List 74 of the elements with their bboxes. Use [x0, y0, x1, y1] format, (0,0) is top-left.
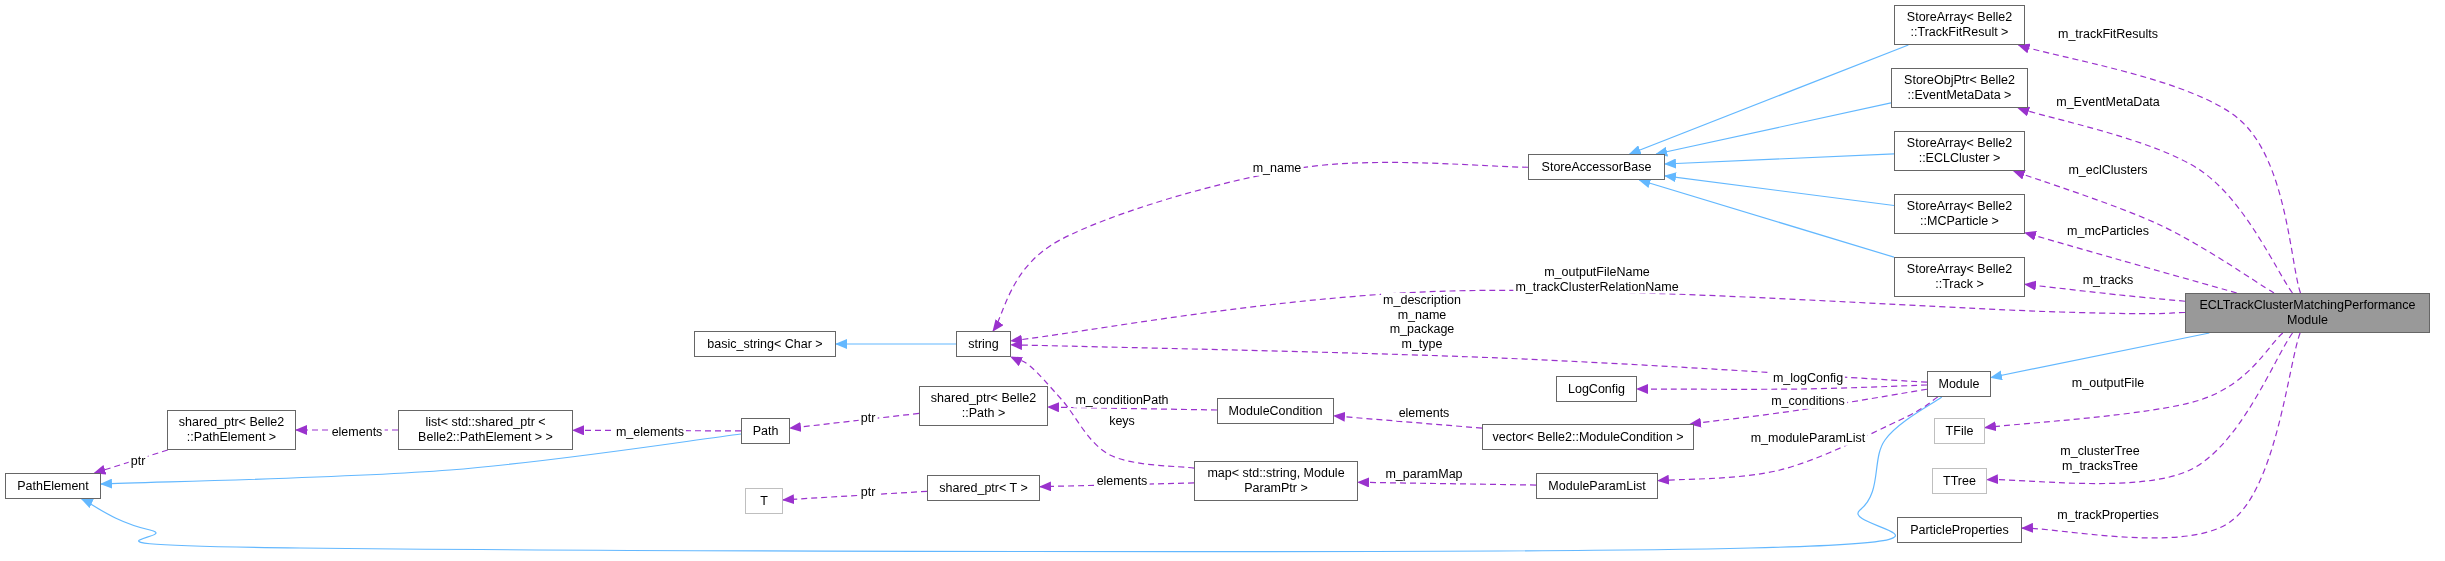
dashed-arrow	[2017, 106, 2294, 294]
class-box: list< std::shared_ptr < Belle2::PathElement > >	[398, 410, 573, 450]
edge-label: m_logConfig	[1770, 370, 1846, 386]
dashed-arrow	[1010, 356, 1195, 469]
edge-label: m_moduleParamList	[1748, 430, 1868, 446]
dashed-arrow	[2021, 332, 2301, 539]
edge-label: m_outputFileName m_trackClusterRelationName	[1513, 264, 1681, 294]
dashed-arrow	[1357, 477, 1537, 488]
class-box: StoreArray< Belle2 ::MCParticle >	[1894, 194, 2025, 234]
dashed-arrow	[992, 161, 1529, 332]
arrow	[1655, 102, 1892, 157]
edge-label: m_clusterTree m_tracksTree	[2058, 443, 2142, 473]
class-box: shared_ptr< Belle2 ::PathElement >	[167, 410, 296, 450]
class-box: vector< Belle2::ModuleCondition >	[1482, 424, 1694, 450]
dashed-arrow	[1636, 384, 1928, 394]
class-box: Module	[1927, 371, 1991, 397]
edge-label: ptr	[128, 453, 148, 469]
class-box: ModuleCondition	[1217, 398, 1334, 424]
class-box: ECLTrackClusterMatchingPerformance Module	[2185, 293, 2430, 333]
arrow	[100, 433, 742, 489]
edge-label: m_conditionPath	[1073, 392, 1171, 408]
class-box: StoreObjPtr< Belle2 ::EventMetaData >	[1891, 68, 2028, 108]
edge-label: ptr	[858, 410, 878, 426]
dashed-arrow	[782, 490, 928, 505]
edge-label: m_paramMap	[1383, 466, 1465, 482]
class-box: shared_ptr< T >	[927, 475, 1040, 501]
class-box: PathElement	[5, 473, 101, 499]
dashed-arrow	[93, 449, 169, 475]
arrow	[835, 339, 957, 349]
class-box: StoreArray< Belle2 ::ECLCluster >	[1894, 131, 2025, 171]
dashed-arrow	[789, 412, 920, 432]
arrow	[80, 396, 1943, 553]
edge-label: m_trackProperties	[2055, 507, 2161, 523]
arrow	[1638, 178, 1895, 258]
class-box: ModuleParamList	[1536, 473, 1658, 499]
class-box: map< std::string, Module ParamPtr >	[1194, 461, 1358, 501]
edge-label: m_EventMetaData	[2054, 94, 2162, 110]
arrow	[1664, 153, 1895, 169]
dashed-arrow	[1986, 332, 2294, 485]
dashed-arrow	[1333, 411, 1483, 429]
dashed-arrow	[1047, 402, 1218, 413]
edge-label: m_trackFitResults	[2056, 26, 2160, 42]
arrow	[1628, 44, 1909, 155]
edge-label: m_eclClusters	[2066, 162, 2150, 178]
class-box: StoreArray< Belle2 ::TrackFitResult >	[1894, 5, 2025, 45]
dashed-arrow	[2024, 280, 2186, 302]
arrow	[1990, 332, 2210, 381]
dashed-arrow	[1657, 396, 1939, 485]
edge-label: m_outputFile	[2069, 375, 2147, 391]
dashed-arrow	[2024, 231, 2238, 294]
edge-label: ptr	[858, 484, 878, 500]
edge-label: m_elements	[613, 424, 687, 440]
class-box: StoreAccessorBase	[1528, 154, 1665, 180]
dashed-arrow	[2012, 170, 2275, 294]
class-box: ParticleProperties	[1897, 517, 2022, 543]
edge-label: m_mcParticles	[2065, 223, 2151, 239]
class-box: StoreArray< Belle2 ::Track >	[1894, 257, 2025, 297]
class-box: string	[956, 331, 1011, 357]
class-box: shared_ptr< Belle2 ::Path >	[919, 386, 1048, 426]
class-box: T	[745, 488, 783, 514]
dashed-arrow	[1010, 340, 1928, 383]
class-box: basic_string< Char >	[694, 331, 836, 357]
class-box: LogConfig	[1556, 376, 1637, 402]
class-box: TFile	[1934, 418, 1985, 444]
edge-label: m_description m_name m_package m_type	[1381, 293, 1463, 351]
edge-label: keys	[1107, 413, 1137, 429]
arrow	[1664, 172, 1895, 207]
edge-label: m_conditions	[1769, 393, 1847, 409]
class-box: Path	[741, 418, 790, 444]
edge-label: m_tracks	[2080, 272, 2136, 288]
dashed-arrow	[2017, 43, 2302, 294]
edge-label: elements	[1094, 473, 1150, 489]
class-box: TTree	[1932, 468, 1987, 494]
dashed-arrow	[1984, 332, 2284, 432]
